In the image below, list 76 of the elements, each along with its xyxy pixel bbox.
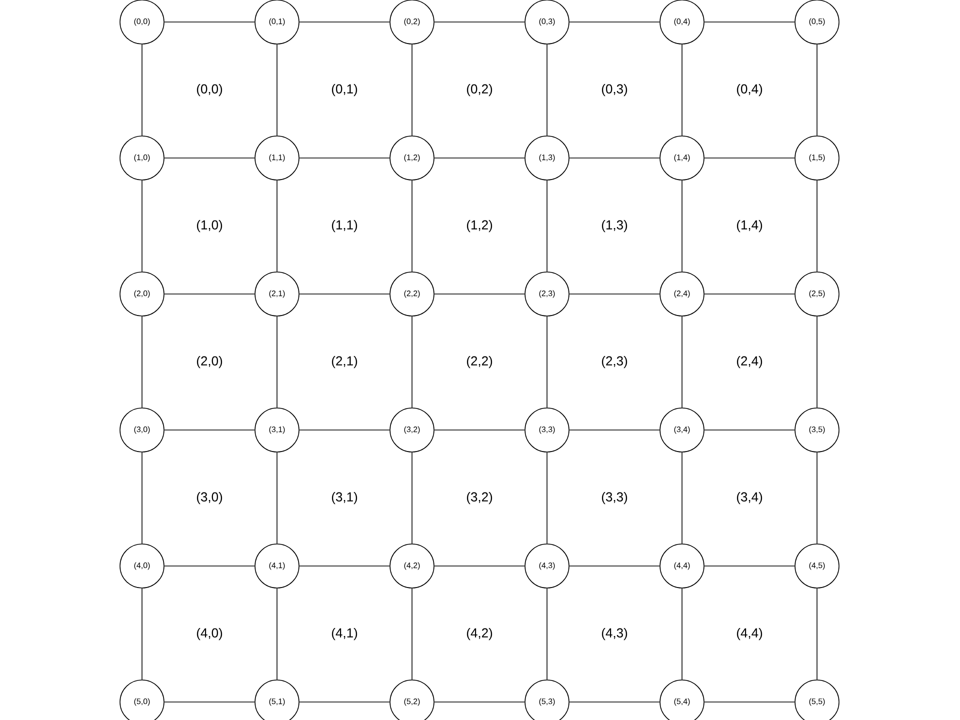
cell-label: (2,2): [466, 356, 492, 368]
connector-line: [546, 588, 548, 680]
grid-node: (0,3): [524, 0, 570, 44]
grid-node: (2,1): [254, 272, 300, 316]
grid-node: (3,1): [254, 408, 300, 452]
cell-label: (0,1): [332, 84, 358, 96]
cell-label: (4,4): [736, 628, 762, 640]
grid-node: (1,2): [390, 136, 434, 180]
cell-label: (1,2): [466, 220, 492, 232]
cell-label: (3,2): [466, 492, 492, 504]
connector-line: [546, 452, 548, 544]
grid-node: (1,0): [120, 136, 164, 180]
cell-label: (1,0): [196, 220, 222, 232]
cell-label: (3,3): [602, 492, 628, 504]
connector-line: [546, 180, 548, 272]
cell-label: (2,4): [736, 356, 762, 368]
grid-node: (2,5): [794, 272, 840, 316]
cell-label: (0,3): [602, 84, 628, 96]
grid-node: (4,1): [254, 544, 300, 588]
grid-node: (1,5): [794, 136, 840, 180]
grid-node: (3,0): [120, 408, 164, 452]
grid-node: (5,4): [660, 680, 704, 720]
grid-node: (4,4): [660, 544, 704, 588]
connector-line: [816, 452, 818, 544]
grid-node: (5,3): [524, 680, 570, 720]
grid-node: (5,5): [794, 680, 840, 720]
grid-node: (4,0): [120, 544, 164, 588]
grid-node: (3,4): [660, 408, 704, 452]
connector-line: [546, 316, 548, 408]
grid-node: (1,4): [660, 136, 704, 180]
cell-label: (2,0): [196, 356, 222, 368]
grid-node: (4,2): [390, 544, 434, 588]
cell-label: (1,4): [736, 220, 762, 232]
grid-node: (2,0): [120, 272, 164, 316]
cell-label: (4,1): [332, 628, 358, 640]
cell-label: (1,3): [602, 220, 628, 232]
cell-label: (4,2): [466, 628, 492, 640]
grid-node: (2,2): [390, 272, 434, 316]
grid-node: (2,4): [660, 272, 704, 316]
grid-node: (3,2): [390, 408, 434, 452]
connector-line: [276, 588, 278, 680]
grid-node: (1,3): [524, 136, 570, 180]
grid-node: (0,4): [660, 0, 704, 44]
grid-node: (5,1): [254, 680, 300, 720]
connector-line: [816, 44, 818, 136]
grid-node: (5,2): [390, 680, 434, 720]
connector-line: [816, 588, 818, 680]
grid-node: (0,0): [120, 0, 164, 44]
grid-node: (0,2): [390, 0, 434, 44]
grid-node: (3,5): [794, 408, 840, 452]
connector-line: [816, 180, 818, 272]
cell-label: (3,4): [736, 492, 762, 504]
grid-node: (1,1): [254, 136, 300, 180]
cell-label: (2,3): [602, 356, 628, 368]
cell-label: (3,1): [332, 492, 358, 504]
cell-label: (0,4): [736, 84, 762, 96]
cell-label: (2,1): [332, 356, 358, 368]
cell-label: (1,1): [332, 220, 358, 232]
cell-label: (4,0): [196, 628, 222, 640]
cell-label: (0,2): [466, 84, 492, 96]
connector-line: [276, 180, 278, 272]
cell-label: (4,3): [602, 628, 628, 640]
grid-node: (3,3): [524, 408, 570, 452]
cell-label: (3,0): [196, 492, 222, 504]
cell-label: (0,0): [196, 84, 222, 96]
connector-line: [276, 44, 278, 136]
grid-node: (0,5): [794, 0, 840, 44]
grid-node: (2,3): [524, 272, 570, 316]
connector-line: [816, 316, 818, 408]
connector-line: [546, 44, 548, 136]
grid-node: (0,1): [254, 0, 300, 44]
connector-line: [276, 452, 278, 544]
connector-line: [276, 316, 278, 408]
grid-node: (4,3): [524, 544, 570, 588]
grid-node: (5,0): [120, 680, 164, 720]
grid-node: (4,5): [794, 544, 840, 588]
